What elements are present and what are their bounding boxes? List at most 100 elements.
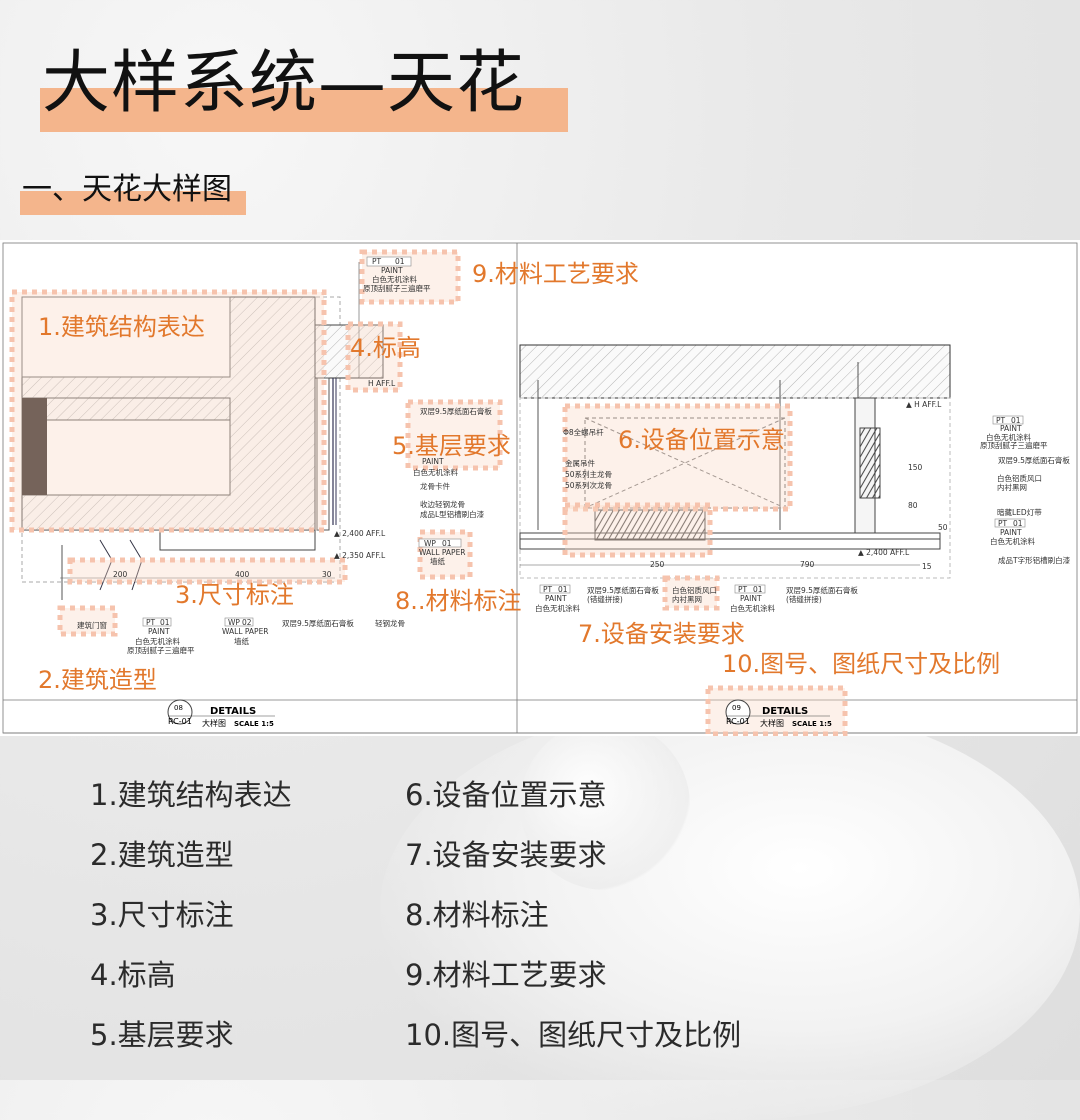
annotation-6: 6.设备位置示意	[618, 426, 785, 454]
svg-text:01: 01	[1013, 519, 1023, 528]
svg-text:400: 400	[235, 570, 250, 579]
svg-text:200: 200	[113, 570, 128, 579]
svg-text:PT: PT	[738, 585, 748, 594]
svg-text:双层9.5厚纸面石膏板: 双层9.5厚纸面石膏板	[282, 618, 354, 628]
svg-text:15: 15	[922, 562, 932, 571]
svg-text:原顶刮腻子三遍磨平: 原顶刮腻子三遍磨平	[980, 440, 1048, 450]
svg-text:PAINT: PAINT	[422, 457, 444, 466]
legend-item: 4.标高	[90, 958, 176, 992]
svg-text:PAINT: PAINT	[1000, 424, 1022, 433]
right-detail-geometry	[519, 344, 951, 579]
svg-text:01: 01	[1011, 416, 1021, 425]
annotation-2: 2.建筑造型	[38, 666, 157, 694]
annotation-5: 5.基层要求	[392, 432, 511, 460]
svg-text:WP: WP	[228, 618, 240, 627]
level-2400-right: ▲ 2,400 AFF.L	[858, 548, 910, 557]
svg-text:PT: PT	[372, 257, 382, 266]
svg-text:01: 01	[160, 618, 170, 627]
svg-text:01: 01	[395, 257, 405, 266]
svg-text:大样图: 大样图	[760, 718, 784, 728]
annotation-boxes	[9, 249, 848, 736]
annotation-1: 1.建筑结构表达	[38, 313, 205, 341]
svg-text:白色无机涂料: 白色无机涂料	[413, 467, 458, 477]
section-subtitle: 一、天花大样图	[22, 172, 232, 207]
svg-text:墙纸: 墙纸	[430, 556, 445, 566]
legend-item: 9.材料工艺要求	[405, 958, 607, 992]
legend-item: 1.建筑结构表达	[90, 778, 292, 812]
svg-text:80: 80	[908, 501, 918, 510]
svg-text:SCALE 1:5: SCALE 1:5	[792, 720, 832, 728]
svg-text:内衬黑网: 内衬黑网	[672, 594, 702, 604]
svg-text:墙纸: 墙纸	[234, 636, 249, 646]
svg-text:09: 09	[732, 704, 741, 712]
svg-text:790: 790	[800, 560, 815, 569]
svg-text:白色无机涂料: 白色无机涂料	[986, 432, 1031, 442]
legend-item: 5.基层要求	[90, 1018, 234, 1052]
subtitle-highlight	[20, 191, 246, 215]
svg-text:双层9.5厚纸面石膏板: 双层9.5厚纸面石膏板	[420, 406, 492, 416]
drawing-panel: PT 01 PAINT 白色无机涂料 原顶刮腻子三遍磨平 H AFF.L 双层9…	[0, 240, 1080, 736]
svg-text:PAINT: PAINT	[148, 627, 170, 636]
legend-item: 10.图号、图纸尺寸及比例	[405, 1018, 742, 1052]
right-detail-labels: Φ8全螺吊杆 金属吊件 50系列主龙骨 50系列次龙骨 ▲ H AFF.L PT…	[535, 400, 1071, 613]
svg-text:50系列次龙骨: 50系列次龙骨	[565, 480, 612, 490]
drawing-frame	[2, 242, 1078, 734]
page-title: 大样系统—天花	[42, 44, 526, 123]
svg-text:01: 01	[442, 539, 452, 548]
svg-text:(错缝拼接): (错缝拼接)	[786, 594, 822, 604]
legend-item: 7.设备安装要求	[405, 838, 607, 872]
annotation-9: 9.材料工艺要求	[472, 260, 639, 288]
svg-text:白色无机涂料: 白色无机涂料	[535, 603, 580, 613]
svg-text:WP: WP	[424, 539, 436, 548]
svg-text:01: 01	[558, 585, 568, 594]
ceiling-detail-drawing: PT 01 PAINT 白色无机涂料 原顶刮腻子三遍磨平 H AFF.L 双层9…	[2, 242, 1078, 736]
svg-text:白色无机涂料: 白色无机涂料	[990, 536, 1035, 546]
svg-text:PAINT: PAINT	[545, 594, 567, 603]
svg-text:金属吊件: 金属吊件	[565, 458, 595, 468]
svg-text:WALL PAPER: WALL PAPER	[222, 627, 269, 636]
svg-text:双层9.5厚纸面石膏板: 双层9.5厚纸面石膏板	[786, 585, 858, 595]
svg-text:白色无机涂料: 白色无机涂料	[372, 274, 417, 284]
background-droplet	[520, 720, 690, 890]
annotation-8: 8..材料标注	[395, 587, 522, 615]
annotation-10: 10.图号、图纸尺寸及比例	[722, 650, 1000, 678]
svg-text:白色铝质风口: 白色铝质风口	[997, 473, 1042, 483]
svg-text:白色无机涂料: 白色无机涂料	[730, 603, 775, 613]
svg-text:白色铝质风口: 白色铝质风口	[672, 585, 717, 595]
level-2350: ▲ 2,350 AFF.L	[334, 551, 386, 560]
svg-text:PT: PT	[996, 416, 1006, 425]
svg-text:成品L型铝槽刷白漆: 成品L型铝槽刷白漆	[420, 509, 485, 519]
svg-text:RC-01: RC-01	[168, 717, 192, 726]
level-2400: ▲ 2,400 AFF.L	[334, 529, 386, 538]
svg-text:DETAILS: DETAILS	[210, 706, 256, 717]
svg-text:原顶刮腻子三遍磨平: 原顶刮腻子三遍磨平	[363, 283, 431, 293]
svg-text:WALL PAPER: WALL PAPER	[419, 548, 466, 557]
svg-text:RC-01: RC-01	[726, 717, 750, 726]
svg-text:原顶刮腻子三遍磨平: 原顶刮腻子三遍磨平	[127, 645, 195, 655]
door-frame-section	[22, 398, 47, 495]
annotation-4: 4.标高	[350, 334, 421, 362]
svg-text:暗藏LED灯带: 暗藏LED灯带	[997, 507, 1042, 517]
svg-text:龙骨卡件: 龙骨卡件	[420, 481, 450, 491]
level-h: H AFF.L	[368, 379, 396, 388]
title-block-09: 09 RC-01 DETAILS 大样图 SCALE 1:5	[725, 699, 832, 728]
legend-item: 6.设备位置示意	[405, 778, 607, 812]
svg-text:PAINT: PAINT	[381, 266, 403, 275]
legend-item: 8.材料标注	[405, 898, 549, 932]
legend-item: 2.建筑造型	[90, 838, 234, 872]
svg-text:内衬黑网: 内衬黑网	[997, 482, 1027, 492]
svg-text:30: 30	[322, 570, 332, 579]
svg-text:双层9.5厚纸面石膏板: 双层9.5厚纸面石膏板	[998, 455, 1070, 465]
svg-text:SCALE 1:5: SCALE 1:5	[234, 720, 274, 728]
svg-text:Φ8全螺吊杆: Φ8全螺吊杆	[563, 427, 604, 437]
svg-text:PT: PT	[998, 519, 1008, 528]
left-detail-labels: PT 01 PAINT 白色无机涂料 原顶刮腻子三遍磨平 H AFF.L 双层9…	[77, 256, 492, 655]
svg-text:50系列主龙骨: 50系列主龙骨	[565, 469, 612, 479]
svg-text:250: 250	[650, 560, 665, 569]
svg-text:PAINT: PAINT	[1000, 528, 1022, 537]
svg-text:成品T字形铝槽刷白漆: 成品T字形铝槽刷白漆	[998, 555, 1071, 565]
svg-text:02: 02	[242, 618, 252, 627]
level-h-right: ▲ H AFF.L	[906, 400, 942, 409]
svg-text:DETAILS: DETAILS	[762, 706, 808, 717]
svg-text:01: 01	[753, 585, 763, 594]
